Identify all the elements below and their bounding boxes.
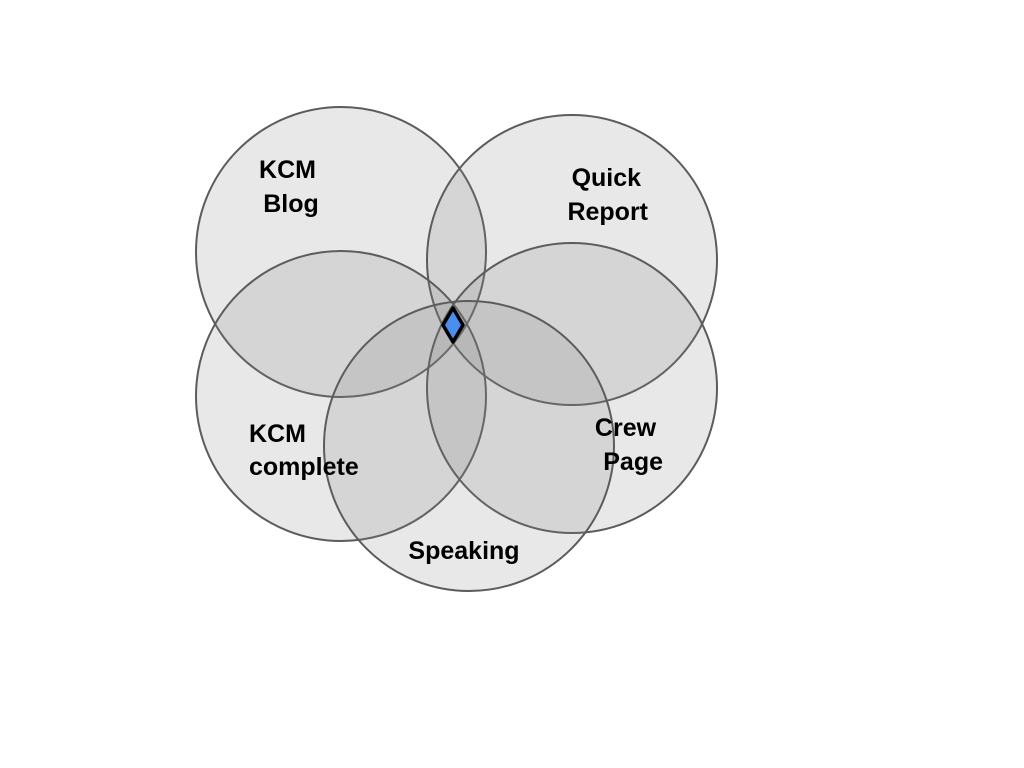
- label-kcm-complete: KCM complete: [249, 420, 359, 481]
- label-quick-report: Quick Report: [567, 164, 648, 226]
- circle-quick-report: [426, 114, 718, 406]
- label-speaking: Speaking: [408, 537, 519, 565]
- label-kcm-blog: KCM Blog: [259, 156, 323, 218]
- intersection-diamond-icon: [441, 306, 465, 344]
- label-crew-page: Crew Page: [595, 414, 663, 476]
- circle-crew-page: [426, 242, 718, 534]
- circle-kcm-complete: [195, 250, 487, 542]
- circle-speaking: [323, 300, 615, 592]
